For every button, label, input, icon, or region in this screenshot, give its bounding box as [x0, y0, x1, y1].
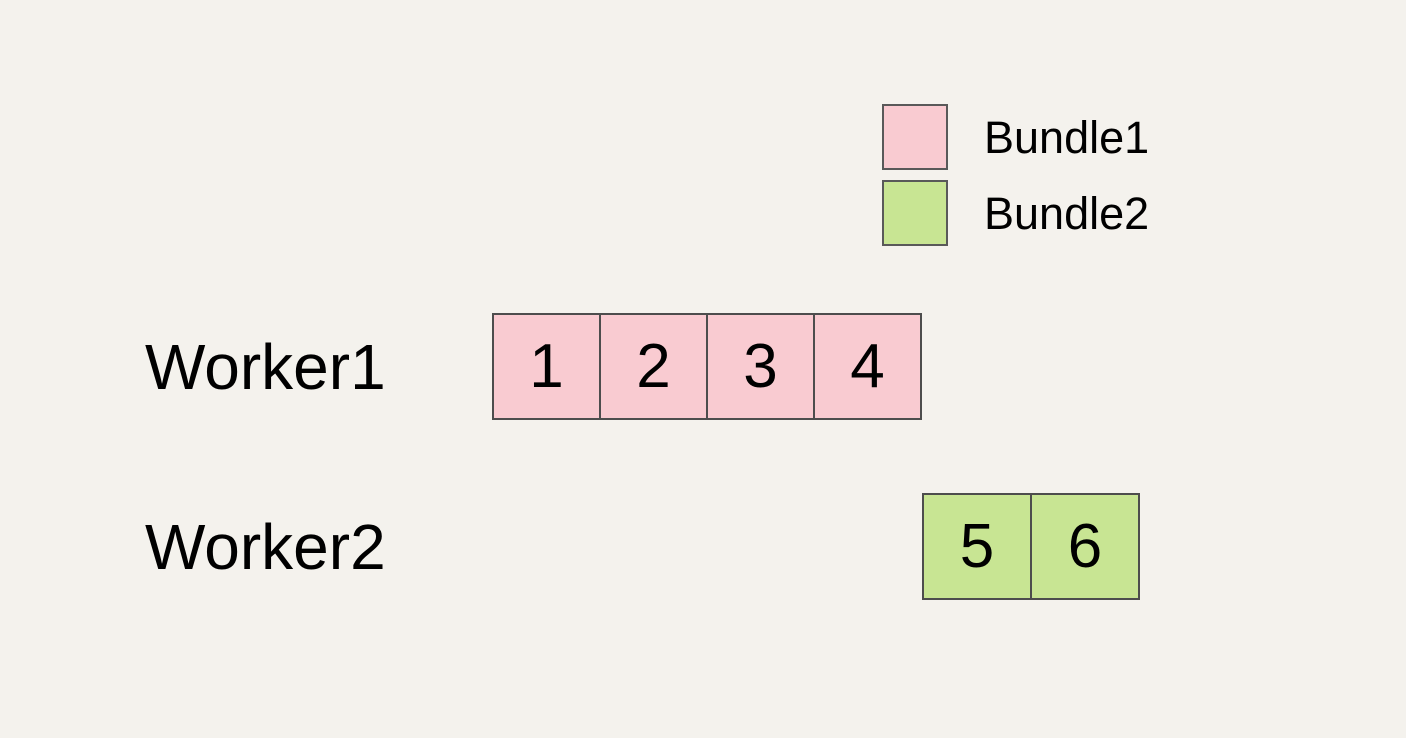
- task-cell-4: 4: [813, 313, 922, 420]
- bundle2-color-swatch: [882, 180, 948, 246]
- worker2-label: Worker2: [145, 511, 386, 583]
- task-cell-1: 1: [492, 313, 601, 420]
- task-cell-2: 2: [599, 313, 708, 420]
- legend: Bundle1 Bundle2: [882, 104, 1149, 246]
- task-cell-6: 6: [1030, 493, 1140, 600]
- worker2-bundle2-bar: 5 6: [922, 493, 1140, 600]
- worker1-bundle1-bar: 1 2 3 4: [492, 313, 922, 420]
- task-cell-3: 3: [706, 313, 815, 420]
- legend-item-bundle1: Bundle1: [882, 104, 1149, 170]
- task-cell-5: 5: [922, 493, 1032, 600]
- legend-item-bundle2: Bundle2: [882, 180, 1149, 246]
- legend-label-bundle2: Bundle2: [984, 187, 1150, 239]
- worker1-label: Worker1: [145, 331, 386, 403]
- bundle1-color-swatch: [882, 104, 948, 170]
- legend-label-bundle1: Bundle1: [984, 111, 1150, 163]
